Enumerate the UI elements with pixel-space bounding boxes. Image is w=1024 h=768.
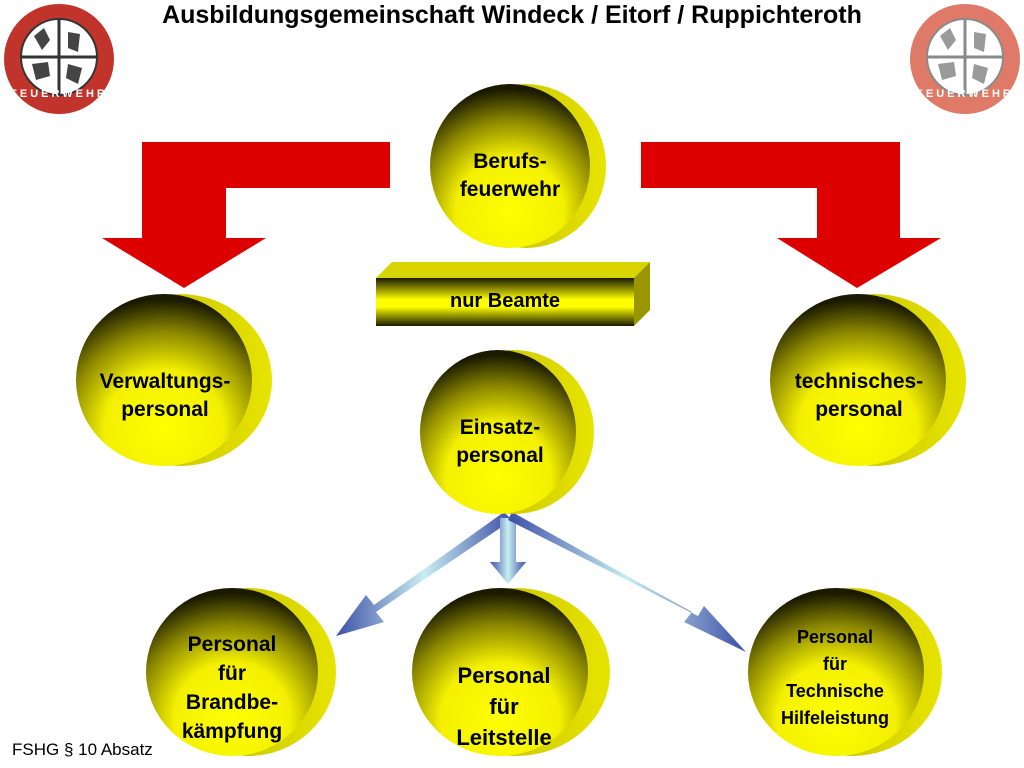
label-line: Technische xyxy=(786,681,884,701)
label-line: Personal xyxy=(187,633,277,656)
footer-text: FSHG § 10 Absatz xyxy=(12,740,153,759)
bar-label: nur Beamte xyxy=(449,290,561,312)
label-line: Einsatz- xyxy=(459,416,541,439)
label-line: kämpfung xyxy=(181,720,283,743)
node-label-leitstelle: Personal für Leitstelle xyxy=(424,660,584,753)
label-line: für xyxy=(823,654,847,674)
red-arrow-right xyxy=(641,142,941,288)
page-title: Ausbildungsgemeinschaft Windeck / Eitorf… xyxy=(162,1,862,29)
node-disc-right xyxy=(770,294,966,466)
label-line: Personal xyxy=(796,627,874,647)
label-line: feuerwehr xyxy=(459,178,561,201)
nur-beamte-bar xyxy=(376,262,650,326)
label-line: personal xyxy=(815,398,903,421)
red-arrow-left xyxy=(102,142,390,288)
logo-text: FEUERWEHR xyxy=(10,88,108,100)
label-line: personal xyxy=(121,398,209,421)
node-disc-top xyxy=(430,84,606,248)
label-line: Leitstelle xyxy=(456,725,552,750)
feuerwehr-emblem-icon xyxy=(4,4,114,114)
node-label-technisches-personal: technisches- personal xyxy=(766,368,952,424)
node-disc-left xyxy=(76,294,272,466)
feuerwehr-logo-left: FEUERWEHR xyxy=(2,2,116,116)
node-disc-bottom-right xyxy=(748,588,942,756)
node-label-einsatzpersonal: Einsatz- personal xyxy=(420,414,580,470)
label-line: für xyxy=(489,694,519,719)
blue-arrow-left xyxy=(336,512,512,636)
label-line: für xyxy=(218,662,246,685)
label-line: Brandbe- xyxy=(185,691,279,714)
node-label-technische-hilfeleistung: Personal für Technische Hilfeleistung xyxy=(754,624,916,732)
node-disc-bottom-left xyxy=(146,588,336,756)
node-label-verwaltungspersonal: Verwaltungs- personal xyxy=(70,368,260,424)
node-label-brandbekaempfung: Personal für Brandbe- kämpfung xyxy=(160,630,304,746)
node-disc-center xyxy=(420,350,594,514)
label-line: Personal xyxy=(457,663,551,688)
label-line: Verwaltungs- xyxy=(99,370,231,393)
label-line: Berufs- xyxy=(473,150,547,173)
feuerwehr-logo-right: FEUERWEHR xyxy=(908,2,1022,116)
blue-arrow-right xyxy=(508,512,746,652)
feuerwehr-emblem-icon xyxy=(910,4,1020,114)
logo-text: FEUERWEHR xyxy=(916,88,1014,100)
label-line: personal xyxy=(456,444,544,467)
label-line: Hilfeleistung xyxy=(780,708,889,728)
label-line: technisches- xyxy=(794,370,924,393)
blue-arrow-center xyxy=(490,518,526,584)
node-label-berufsfeuerwehr: Berufs- feuerwehr xyxy=(430,148,590,204)
node-disc-bottom-center xyxy=(412,588,610,756)
